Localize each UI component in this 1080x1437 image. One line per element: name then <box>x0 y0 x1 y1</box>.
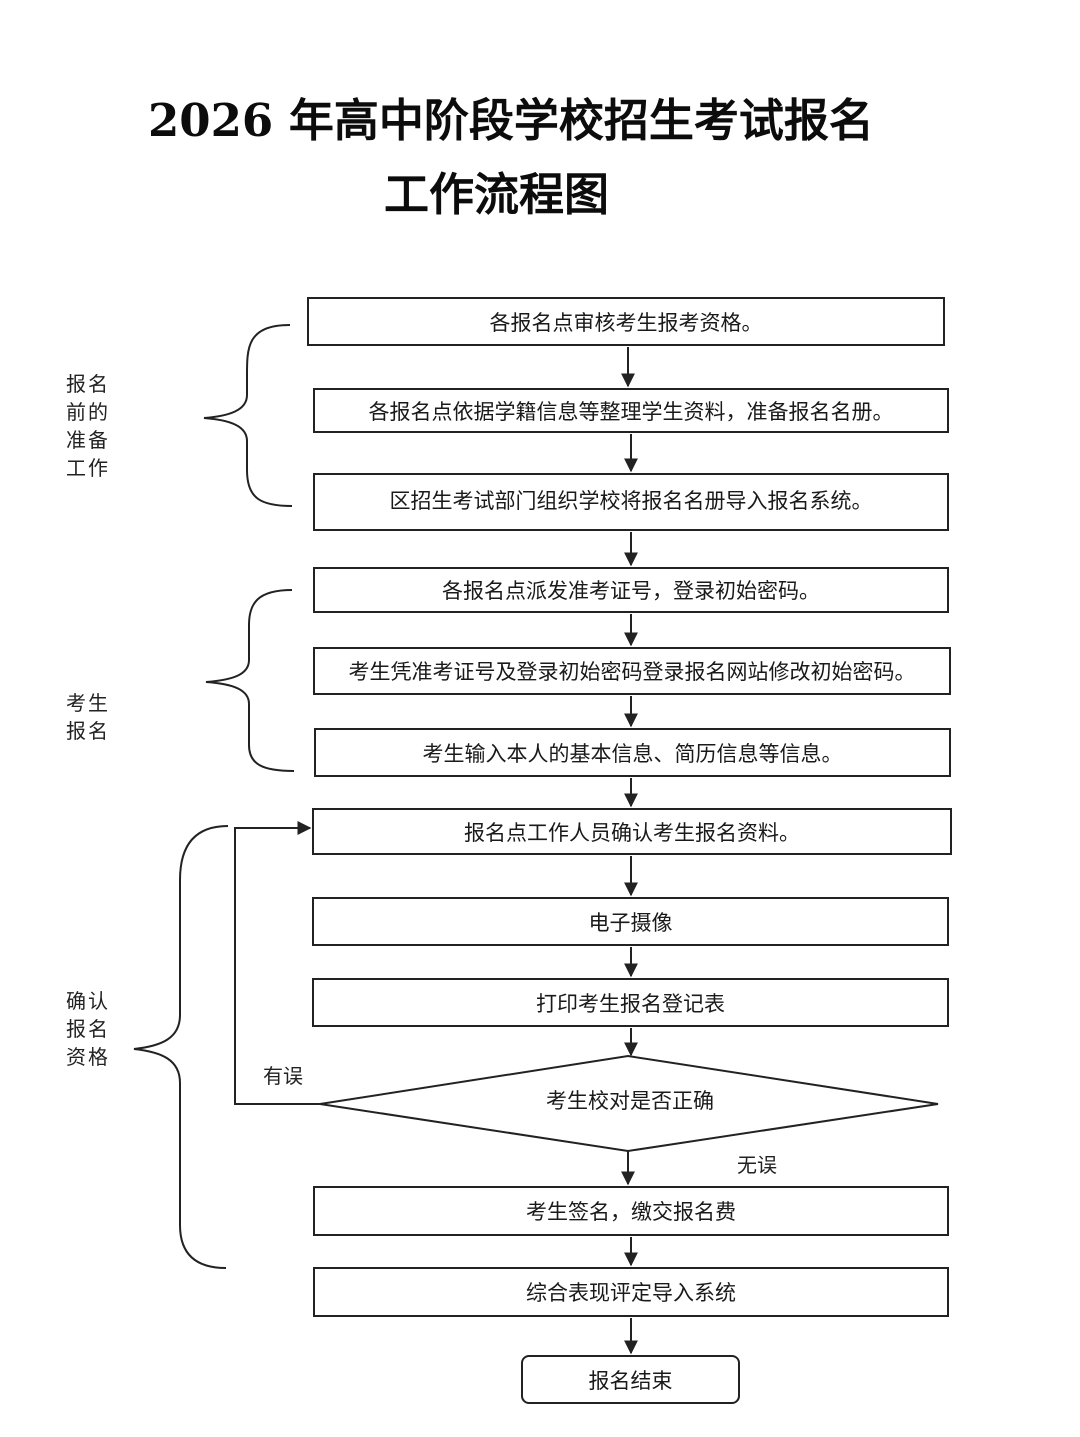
group-label-registration: 考生 报名 <box>66 689 110 745</box>
group-label-line: 报名 <box>66 1017 110 1041</box>
group-label-line: 工作 <box>66 456 110 480</box>
arrow-loop-back <box>234 821 320 1105</box>
group-label-line: 资格 <box>66 1045 110 1069</box>
group-label-line: 报名 <box>66 372 110 396</box>
edge-label-wrong: 有误 <box>263 1064 303 1088</box>
brace-group-2 <box>205 589 295 772</box>
step-photo: 电子摄像 <box>312 897 949 946</box>
brace-group-1 <box>203 324 293 507</box>
step-import-evaluation: 综合表现评定导入系统 <box>313 1267 949 1317</box>
decision-diamond <box>319 1054 939 1153</box>
group-label-preparation: 报名 前的 准备 工作 <box>66 370 110 482</box>
group-label-line: 确认 <box>66 989 110 1013</box>
step-issue-exam-number: 各报名点派发准考证号，登录初始密码。 <box>313 567 949 613</box>
edge-label-ok: 无误 <box>737 1153 777 1177</box>
decision-label: 考生校对是否正确 <box>546 1089 714 1113</box>
group-label-confirmation: 确认 报名 资格 <box>66 987 110 1071</box>
step-print-form: 打印考生报名登记表 <box>312 978 949 1027</box>
page-title: 2026 年高中阶段学校招生考试报名 <box>148 94 874 147</box>
group-label-line: 准备 <box>66 428 110 452</box>
step-end: 报名结束 <box>521 1355 740 1404</box>
step-change-password: 考生凭准考证号及登录初始密码登录报名网站修改初始密码。 <box>313 647 951 695</box>
step-staff-confirm: 报名点工作人员确认考生报名资料。 <box>312 808 952 855</box>
step-enter-info: 考生输入本人的基本信息、简历信息等信息。 <box>314 728 951 777</box>
group-label-line: 前的 <box>66 400 110 424</box>
group-label-line: 报名 <box>66 719 110 743</box>
step-import-roster: 区招生考试部门组织学校将报名名册导入报名系统。 <box>313 473 949 531</box>
brace-group-3 <box>133 825 229 1269</box>
group-label-line: 考生 <box>66 691 110 715</box>
step-prepare-roster: 各报名点依据学籍信息等整理学生资料，准备报名名册。 <box>313 388 949 433</box>
step-sign-and-pay: 考生签名，缴交报名费 <box>313 1186 949 1236</box>
step-review-eligibility: 各报名点审核考生报考资格。 <box>307 297 945 346</box>
page-subtitle: 工作流程图 <box>384 168 610 221</box>
